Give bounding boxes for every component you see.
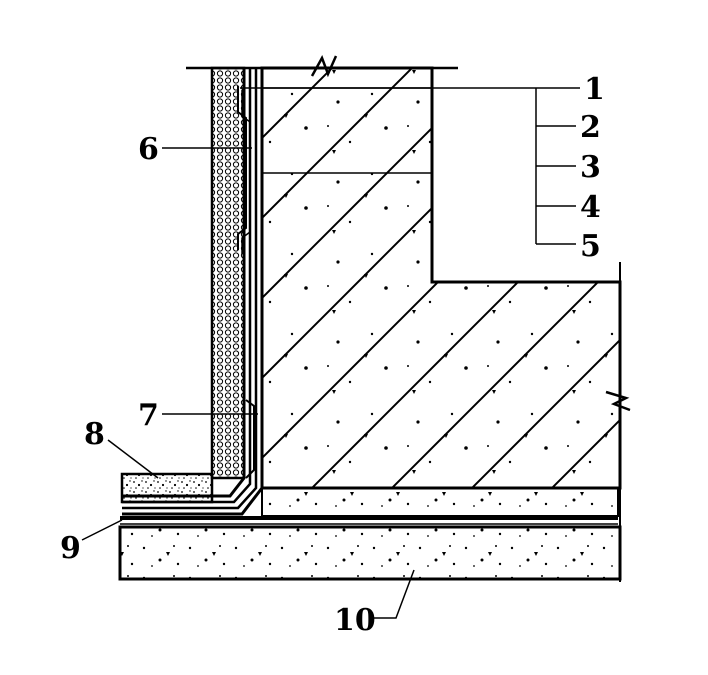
membrane-lap-lower (245, 399, 255, 479)
callout-8: 8 (84, 417, 105, 452)
callout-10: 10 (334, 603, 376, 638)
membrane-lap-upper (237, 86, 247, 250)
callout-9: 9 (60, 531, 81, 566)
callout-1: 1 (584, 72, 605, 107)
callout-4: 4 (580, 190, 601, 225)
callout-2: 2 (580, 110, 601, 145)
leader-line-9 (81, 519, 123, 541)
wall-membrane-inner (122, 68, 258, 510)
callout-3: 3 (580, 150, 601, 185)
protective-layer (120, 472, 214, 504)
top-break-symbol (310, 55, 338, 78)
wall-membrane-middle (122, 68, 252, 504)
concrete-structure (260, 66, 622, 490)
wall-membrane-outer (122, 68, 246, 498)
leader-line-8 (107, 439, 159, 479)
screed-layer (261, 487, 619, 517)
membrane-lap-upper-2 (241, 90, 251, 254)
membrane-layer (120, 516, 618, 520)
callout-7: 7 (138, 398, 159, 433)
base-cushion-layer (118, 525, 622, 581)
leader-line-10 (372, 569, 415, 619)
wall-membrane-base (122, 487, 264, 516)
callout-6: 6 (138, 132, 159, 167)
callout-5: 5 (580, 229, 601, 264)
insulation-board (210, 66, 246, 480)
